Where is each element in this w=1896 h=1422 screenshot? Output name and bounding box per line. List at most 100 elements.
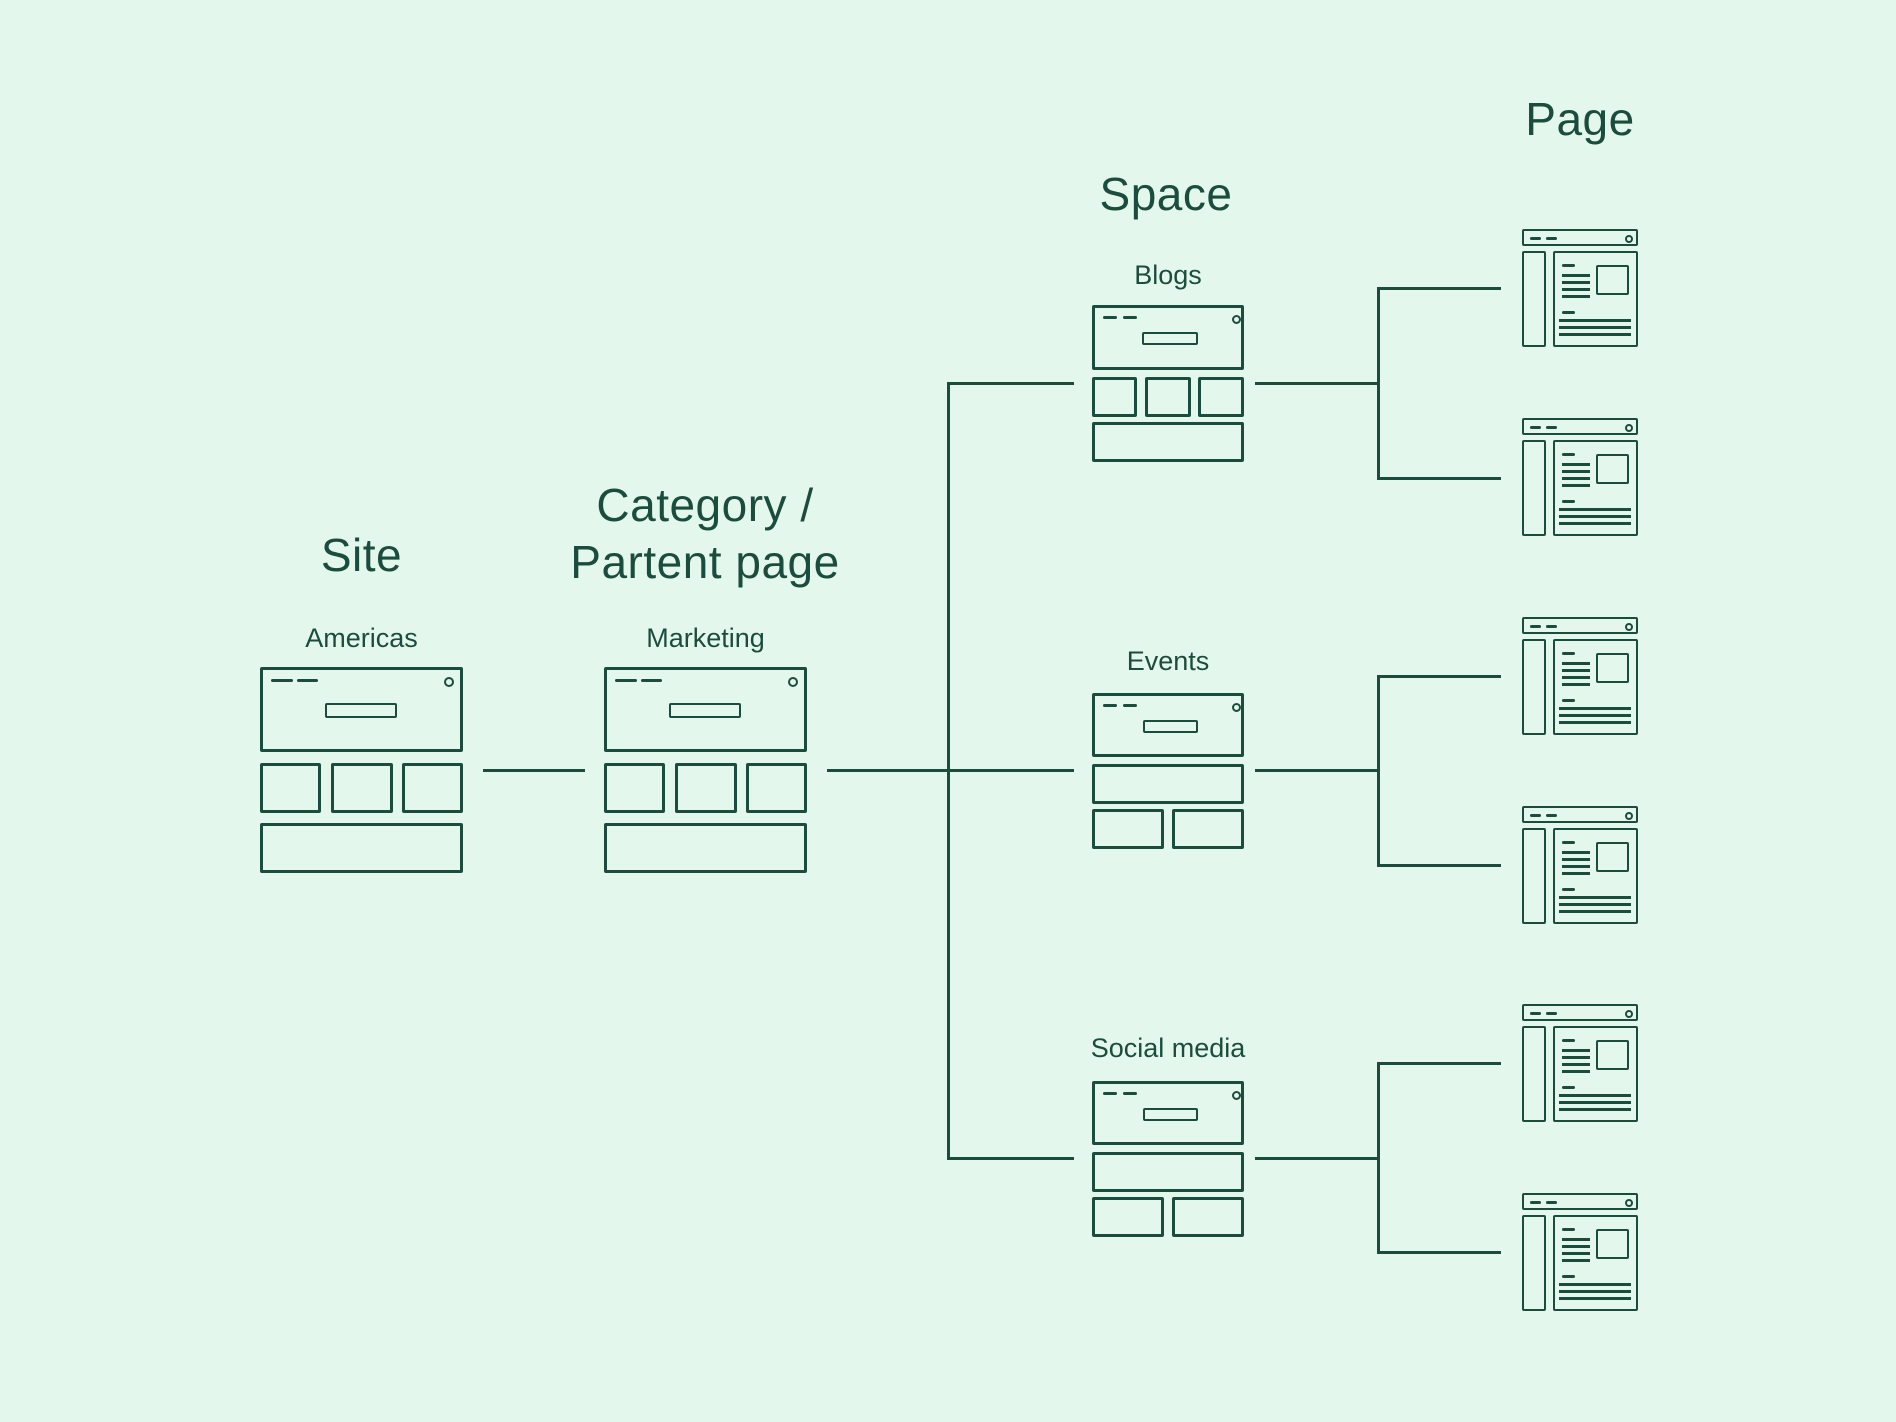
node-label-americas: Americas xyxy=(305,623,418,653)
menu-dash-icon xyxy=(1546,1012,1557,1015)
footer-placeholder xyxy=(604,823,807,873)
text-line xyxy=(1559,515,1631,518)
text-line xyxy=(1559,522,1631,525)
avatar-circle-icon xyxy=(1625,812,1633,820)
menu-dash-icon xyxy=(1546,625,1557,628)
text-line xyxy=(1562,281,1590,284)
column-heading-site: Site xyxy=(320,529,403,581)
card-placeholder xyxy=(402,763,463,813)
text-line xyxy=(1562,1049,1590,1052)
connector-blogs-feed xyxy=(1255,382,1379,385)
menu-dash-icon xyxy=(1530,237,1541,240)
site-wireframe-icon-americas xyxy=(260,667,463,873)
search-bar xyxy=(1143,1108,1198,1121)
menu-dash-icon xyxy=(1530,1012,1541,1015)
page-wireframe-icon xyxy=(1522,418,1638,536)
heading-line xyxy=(1562,453,1575,456)
page-sidebar xyxy=(1522,828,1546,924)
text-line xyxy=(1562,1070,1590,1073)
connector-blogs-page2 xyxy=(1377,477,1501,480)
text-line xyxy=(1562,477,1590,480)
page-wireframe-icon xyxy=(1522,1193,1638,1311)
text-line xyxy=(1562,1056,1590,1059)
window-topbar xyxy=(1522,229,1638,246)
card-placeholder xyxy=(1172,809,1244,849)
card-placeholder xyxy=(675,763,737,813)
text-line xyxy=(1562,1238,1590,1241)
menu-dash-icon xyxy=(1530,625,1541,628)
text-line xyxy=(1562,470,1590,473)
search-bar xyxy=(1142,332,1198,345)
text-line xyxy=(1559,903,1631,906)
text-line xyxy=(1562,1063,1590,1066)
image-placeholder xyxy=(1596,1040,1629,1070)
window-header xyxy=(260,667,463,752)
menu-dash-icon xyxy=(1123,316,1137,319)
connector-events-feed xyxy=(1255,769,1379,772)
node-label-events: Events xyxy=(1126,646,1210,676)
text-line xyxy=(1562,851,1590,854)
avatar-circle-icon xyxy=(1232,703,1241,712)
menu-dash-icon xyxy=(615,679,637,682)
node-label-marketing: Marketing xyxy=(646,623,765,653)
card-placeholder xyxy=(1198,377,1244,417)
connector-category-events xyxy=(827,769,1074,772)
text-line xyxy=(1562,1245,1590,1248)
footer-placeholder xyxy=(260,823,463,873)
card-placeholder xyxy=(260,763,321,813)
card-placeholder xyxy=(1092,809,1164,849)
connector-site-category xyxy=(483,769,585,772)
text-line xyxy=(1559,910,1631,913)
card-placeholder xyxy=(1092,1197,1164,1237)
avatar-circle-icon xyxy=(1625,1010,1633,1018)
page-sidebar xyxy=(1522,440,1546,536)
connector-social-vertical xyxy=(1377,1062,1380,1254)
heading-line xyxy=(1562,1275,1575,1278)
heading-line xyxy=(1562,841,1575,844)
image-placeholder xyxy=(1596,653,1629,683)
banner-placeholder xyxy=(1092,764,1244,804)
column-heading-category-line2: Partent page xyxy=(570,536,840,588)
text-line xyxy=(1562,858,1590,861)
page-wireframe-icon xyxy=(1522,806,1638,924)
avatar-circle-icon xyxy=(1625,1199,1633,1207)
search-bar xyxy=(669,703,741,718)
heading-line xyxy=(1562,500,1575,503)
heading-line xyxy=(1562,699,1575,702)
window-header xyxy=(1092,305,1244,370)
card-placeholder xyxy=(746,763,807,813)
text-line xyxy=(1562,669,1590,672)
text-line xyxy=(1559,1101,1631,1104)
text-line xyxy=(1559,1108,1631,1111)
page-content xyxy=(1553,251,1638,347)
column-heading-category-line1: Category / xyxy=(596,479,814,531)
page-sidebar xyxy=(1522,1215,1546,1311)
text-line xyxy=(1562,463,1590,466)
connector-events-vertical xyxy=(1377,675,1380,867)
text-line xyxy=(1559,896,1631,899)
connector-blogs-page1 xyxy=(1377,287,1501,290)
menu-dash-icon xyxy=(1530,814,1541,817)
page-wireframe-icon xyxy=(1522,229,1638,347)
page-content xyxy=(1553,1215,1638,1311)
connector-social-page2 xyxy=(1377,1251,1501,1254)
heading-line xyxy=(1562,1086,1575,1089)
menu-dash-icon xyxy=(1103,1092,1117,1095)
node-label-social-media: Social media xyxy=(1090,1033,1246,1063)
window-header xyxy=(1092,1081,1244,1145)
column-heading-space: Space xyxy=(1099,168,1233,220)
text-line xyxy=(1559,1290,1631,1293)
card-placeholder xyxy=(1172,1197,1244,1237)
text-line xyxy=(1562,865,1590,868)
image-placeholder xyxy=(1596,454,1629,484)
window-topbar xyxy=(1522,1004,1638,1021)
menu-dash-icon xyxy=(1546,237,1557,240)
page-wireframe-icon xyxy=(1522,617,1638,735)
menu-dash-icon xyxy=(1123,704,1137,707)
heading-line xyxy=(1562,888,1575,891)
banner-placeholder xyxy=(1092,1152,1244,1192)
page-content xyxy=(1553,1026,1638,1122)
avatar-circle-icon xyxy=(1625,623,1633,631)
page-sidebar xyxy=(1522,251,1546,347)
text-line xyxy=(1562,676,1590,679)
